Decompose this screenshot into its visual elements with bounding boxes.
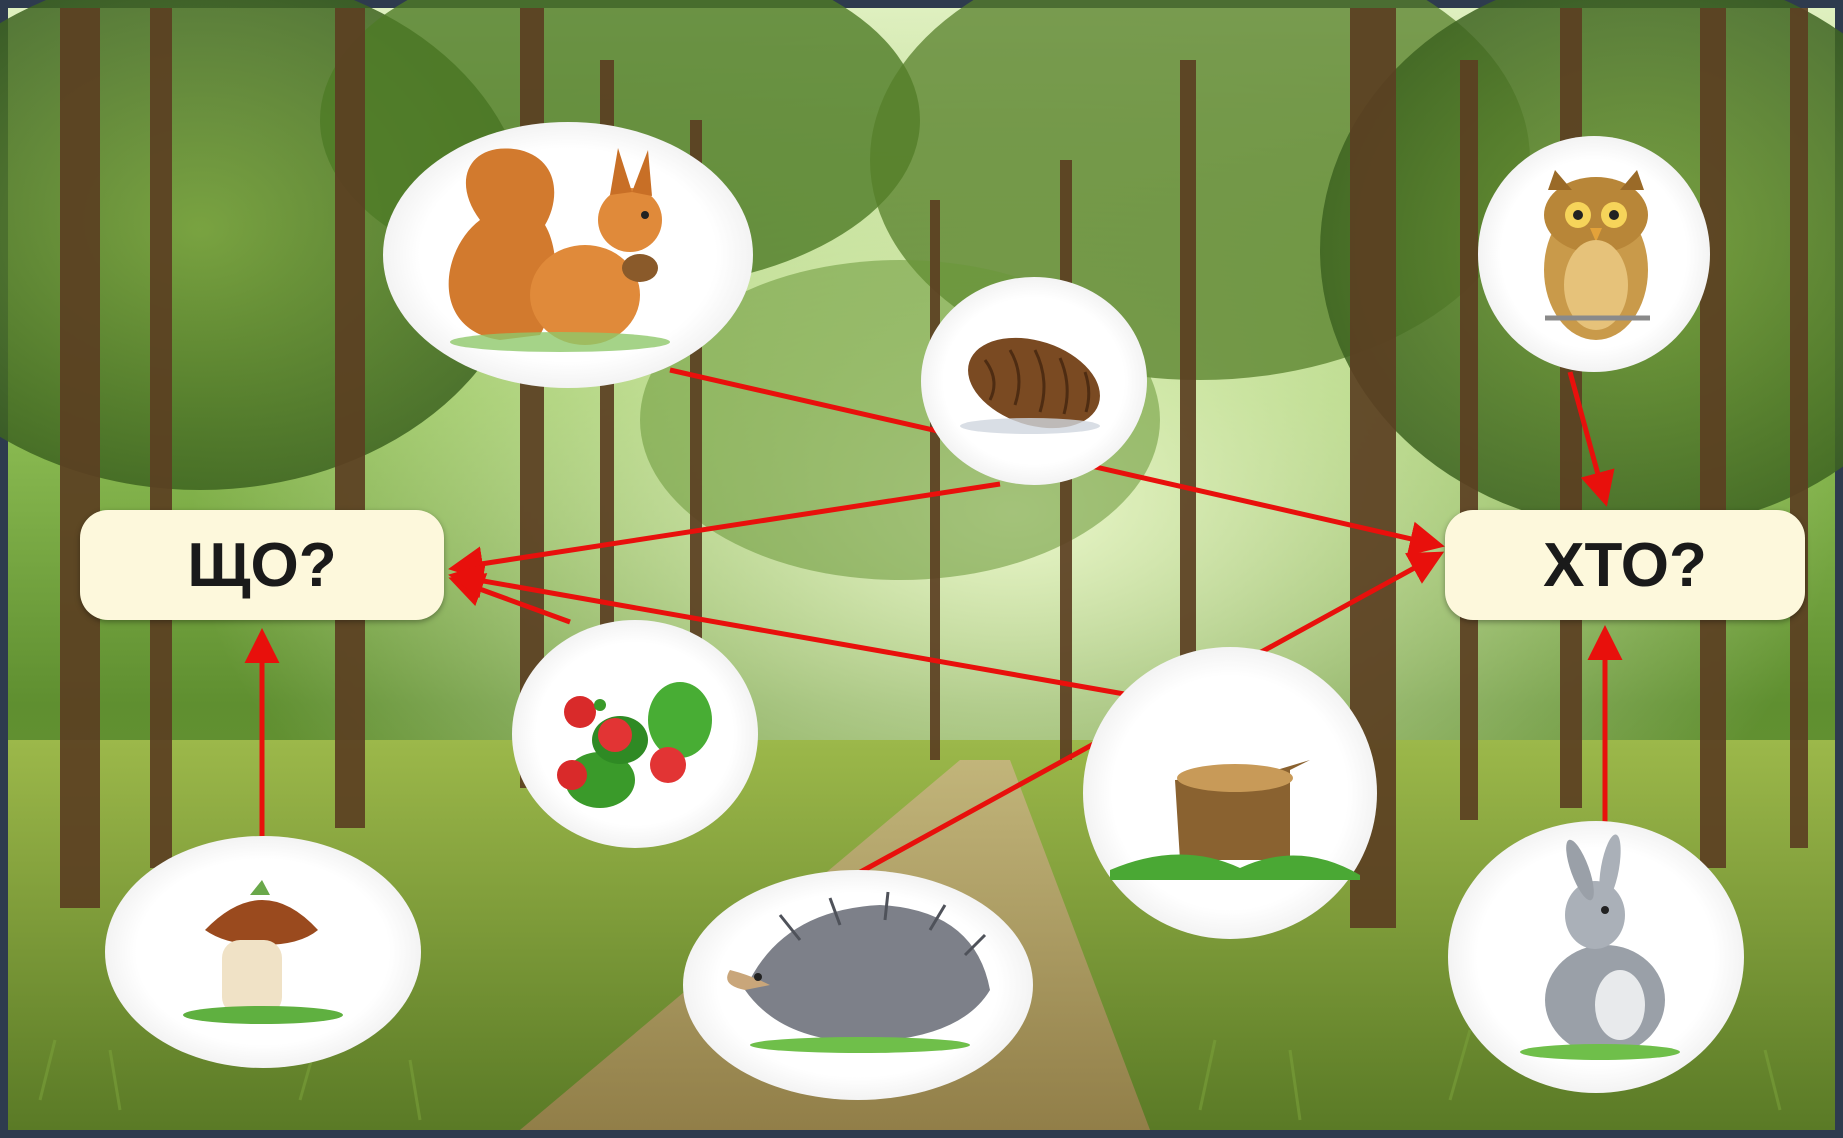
squirrel-card[interactable]: [383, 122, 753, 388]
strawberry-card[interactable]: [512, 620, 758, 848]
owl-icon: [1544, 170, 1650, 340]
pine-cone-card[interactable]: [921, 277, 1147, 485]
hare-card[interactable]: [1448, 821, 1744, 1093]
what-label[interactable]: ЩО?: [80, 510, 444, 620]
mushroom-card[interactable]: [105, 836, 421, 1068]
owl-card[interactable]: [1478, 136, 1710, 372]
hedgehog-card[interactable]: [683, 870, 1033, 1100]
stump-card[interactable]: [1083, 647, 1377, 939]
who-label[interactable]: ХТО?: [1445, 510, 1805, 620]
